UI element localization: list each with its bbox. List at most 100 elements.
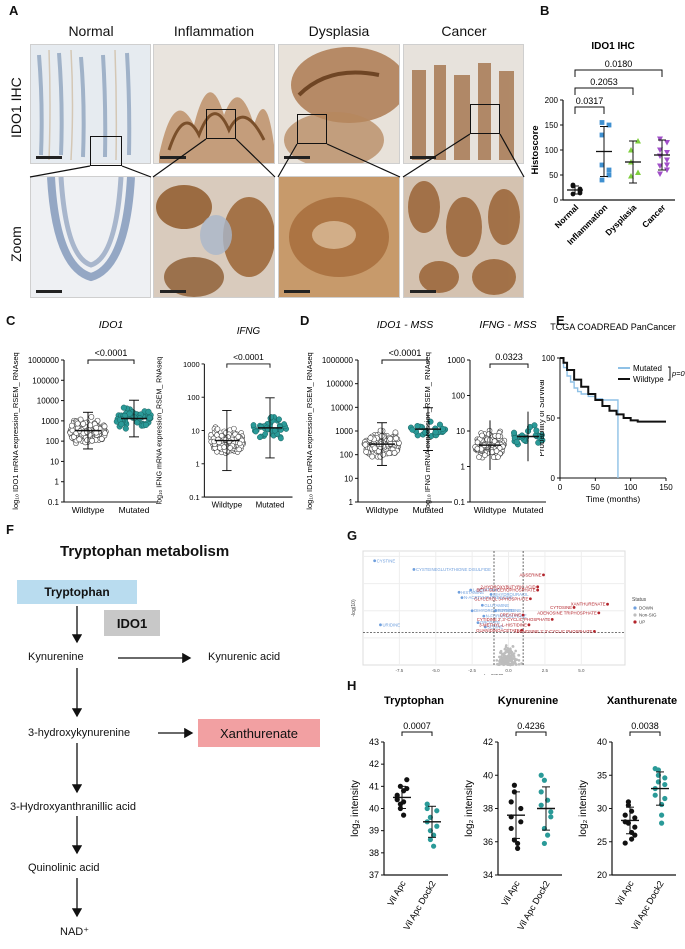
y-tick-label: 20 bbox=[597, 870, 607, 880]
data-point bbox=[392, 429, 399, 436]
legend-label: DOWN bbox=[639, 606, 653, 611]
data-point bbox=[541, 840, 547, 847]
data-point bbox=[496, 663, 500, 666]
point-label: ADENOSINE 2',3'-CYCLIC PHOSPHATE bbox=[514, 629, 593, 634]
data-point bbox=[515, 845, 521, 851]
panel-label-c: C bbox=[6, 313, 16, 328]
data-point bbox=[505, 662, 508, 666]
chart-title: IDO1 - MSS bbox=[377, 319, 434, 331]
data-point bbox=[483, 625, 487, 629]
point-label: THYMIDINE bbox=[497, 608, 521, 613]
chart-c-ido1: IDO110000001000001000010001001010.1log₁₀… bbox=[11, 319, 158, 515]
y-axis-label: log₁₀ IFNG mRNA expression_RSEM_ RNAseq bbox=[423, 352, 432, 510]
data-point bbox=[513, 657, 517, 661]
data-point bbox=[527, 623, 531, 627]
point-label: GLUTAMINE bbox=[484, 603, 509, 608]
y-tick-label: 0 bbox=[551, 474, 556, 483]
data-point bbox=[460, 596, 464, 600]
y-tick-label: 100 bbox=[452, 392, 466, 401]
comparison-bracket bbox=[401, 731, 433, 736]
scale-bar bbox=[36, 156, 62, 159]
data-point bbox=[538, 432, 545, 439]
data-point bbox=[662, 781, 668, 788]
data-point bbox=[367, 435, 374, 441]
data-point bbox=[506, 650, 510, 654]
y-tick-label: 41 bbox=[369, 781, 379, 791]
x-tick-label: Vil Apc bbox=[385, 879, 408, 908]
data-point bbox=[506, 657, 510, 660]
comparison-bracket bbox=[629, 731, 661, 736]
y-tick-label: 100 bbox=[542, 354, 556, 363]
x-tick-label: -7.5 bbox=[396, 668, 404, 673]
data-point bbox=[498, 655, 501, 659]
data-point bbox=[146, 414, 153, 421]
data-point bbox=[118, 421, 125, 428]
y-tick-label: 30 bbox=[597, 804, 607, 814]
legend-swatch bbox=[633, 606, 637, 610]
panel-label-g: G bbox=[347, 528, 358, 543]
data-point bbox=[214, 426, 221, 432]
y-tick-label: 42 bbox=[483, 737, 493, 747]
y-tick-label: 1000000 bbox=[322, 356, 354, 365]
comparison-bracket bbox=[574, 106, 605, 114]
chart-title: IDO1 bbox=[99, 319, 124, 331]
y-tick-label: 100 bbox=[187, 393, 200, 402]
chart-d-ido1-mss: IDO1 - MSS1000000100000100001000100101lo… bbox=[305, 319, 452, 515]
y-tick-label: 200 bbox=[545, 96, 559, 105]
data-point bbox=[363, 448, 370, 455]
data-point bbox=[486, 431, 492, 437]
data-point bbox=[482, 452, 488, 459]
y-axis-label: -log(10) bbox=[351, 599, 357, 617]
point-label: GLYCEROL 3-PHOSPHATE bbox=[474, 596, 528, 601]
scale-bar bbox=[410, 156, 436, 159]
data-point bbox=[404, 785, 410, 792]
data-point bbox=[517, 663, 521, 666]
data-point bbox=[495, 454, 501, 460]
nad-label: NAD⁺ bbox=[60, 926, 90, 938]
data-point bbox=[236, 446, 242, 453]
data-point bbox=[664, 157, 670, 163]
legend-title: Status bbox=[632, 597, 647, 603]
data-point bbox=[511, 429, 518, 436]
y-axis-label: Probability of Survival bbox=[540, 379, 546, 456]
y-tick-label: 1000 bbox=[41, 417, 59, 426]
y-tick-label: 150 bbox=[545, 121, 559, 130]
y-tick-label: 34 bbox=[483, 870, 493, 880]
y-tick-label: 39 bbox=[369, 826, 379, 836]
data-point bbox=[518, 805, 524, 812]
point-label: DIHYDROURACIL bbox=[493, 592, 529, 597]
data-point bbox=[662, 775, 668, 781]
xanthurenate-box: Xanthurenate bbox=[198, 719, 320, 747]
y-tick-label: 1 bbox=[461, 463, 466, 472]
legend-bracket bbox=[668, 366, 671, 381]
data-point bbox=[98, 436, 105, 442]
data-point bbox=[457, 590, 461, 594]
data-point bbox=[427, 836, 433, 843]
data-point bbox=[593, 629, 596, 633]
data-point bbox=[548, 814, 554, 820]
x-tick-label: Vil Apc Dock2 bbox=[401, 879, 437, 932]
chart-title: TCGA COADREAD PanCancer bbox=[550, 322, 676, 332]
data-point bbox=[538, 789, 544, 795]
data-point bbox=[622, 840, 628, 846]
panel-label-e: E bbox=[556, 313, 565, 328]
data-point bbox=[572, 606, 576, 609]
scale-bar bbox=[160, 290, 186, 293]
data-point bbox=[470, 609, 474, 613]
data-point bbox=[142, 421, 150, 428]
data-point bbox=[659, 812, 665, 818]
x-tick-label: Vil Apc Dock2 bbox=[629, 879, 665, 932]
data-point bbox=[536, 588, 540, 592]
point-label: CYSTINE bbox=[377, 558, 396, 563]
x-tick-label: 0.0 bbox=[505, 668, 512, 673]
data-point bbox=[509, 654, 513, 658]
y-tick-label: 10 bbox=[191, 426, 199, 435]
y-tick-label: 0.1 bbox=[189, 493, 199, 502]
chart-title: Kynurenine bbox=[498, 695, 559, 707]
y-tick-label: 25 bbox=[597, 837, 607, 847]
point-label: XANTHURENATE bbox=[571, 602, 606, 607]
y-tick-label: 10000 bbox=[37, 397, 60, 406]
